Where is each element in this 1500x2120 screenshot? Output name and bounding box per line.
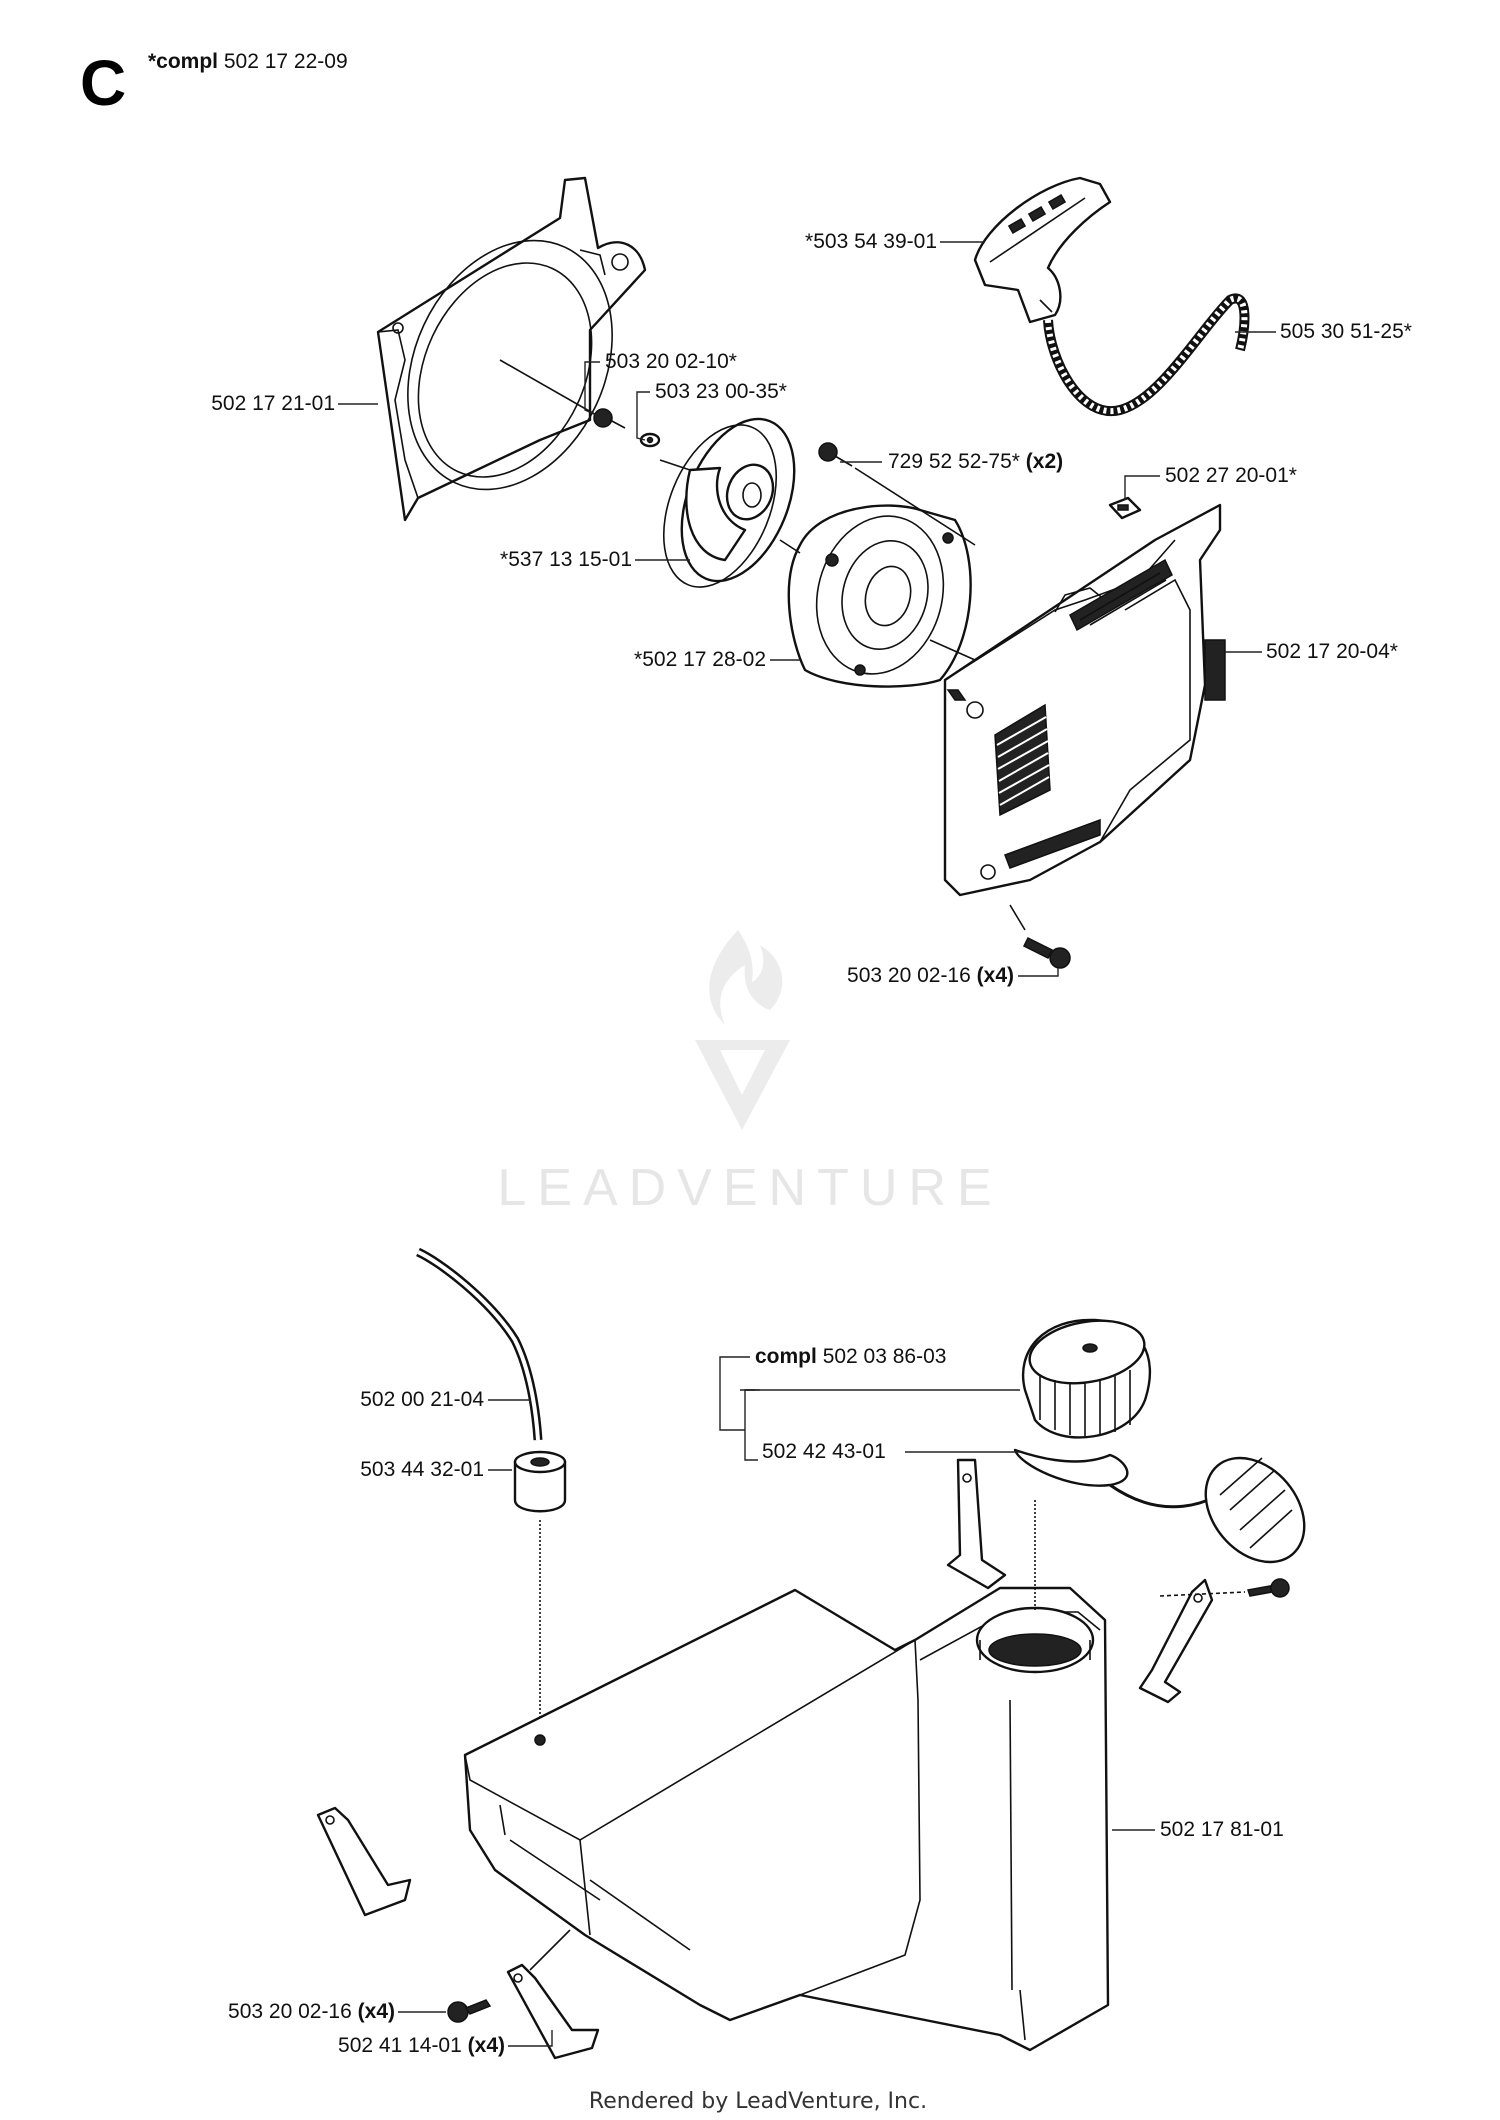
label-starter-housing: 502 17 21-01	[211, 392, 335, 415]
assembly-compl-label: *compl 502 17 22-09	[148, 50, 348, 73]
bracket-lower-middle	[506, 1929, 600, 2060]
label-spring-cassette: *502 17 28-02	[634, 648, 766, 671]
label-nut: 502 27 20-01*	[1165, 464, 1297, 487]
leadventure-watermark: LEADVENTURE	[497, 930, 1002, 1217]
footer-rendered-by: Rendered by LeadVenture, Inc.	[589, 2089, 927, 2114]
label-handle: *503 54 39-01	[805, 230, 937, 253]
label-screw-d: 503 20 02-16 (x4)	[228, 2000, 395, 2023]
screw-d-right	[1159, 1578, 1290, 1598]
label-pulley: *537 13 15-01	[500, 548, 632, 571]
fuel-hose	[416, 1247, 543, 1441]
leader-lines	[338, 241, 1276, 2047]
screw-b	[818, 442, 976, 546]
starter-rope	[1043, 293, 1250, 417]
label-screw-c: 503 20 02-16 (x4)	[847, 964, 1014, 987]
washer	[639, 432, 661, 448]
spring-cassette	[779, 504, 976, 688]
label-fuel-hose: 502 00 21-04	[360, 1388, 484, 1411]
fuel-filter	[513, 1450, 567, 1740]
starter-cover	[943, 503, 1226, 897]
watermark-text: LEADVENTURE	[497, 1159, 1002, 1217]
screw-d-lower	[447, 1999, 492, 2023]
cover-vent-top	[1069, 558, 1173, 632]
label-screw-a: 503 20 02-10*	[605, 350, 737, 373]
starter-handle	[973, 176, 1112, 324]
section-letter: C	[80, 47, 126, 119]
fuel-cap	[1013, 1318, 1247, 1509]
label-fuel-tank: 502 17 81-01	[1160, 1818, 1284, 1841]
label-cap-gasket: 502 42 43-01	[762, 1440, 886, 1463]
label-rope: 505 30 51-25*	[1280, 320, 1412, 343]
bracket-lower-left	[316, 1806, 412, 1917]
label-washer: 503 23 00-35*	[655, 380, 787, 403]
label-fuel-filter: 503 44 32-01	[360, 1458, 484, 1481]
cover-vent-bottom	[1004, 639, 1226, 869]
label-screw-b: 729 52 52-75* (x2)	[888, 450, 1063, 473]
tether-disk	[1204, 1456, 1306, 1564]
cover-vent-mid	[994, 703, 1051, 817]
bracket-upper-left	[946, 1458, 1007, 1590]
bracket-upper-right	[1138, 1578, 1214, 1704]
screw-c	[1009, 904, 1071, 969]
label-starter-cover: 502 17 20-04*	[1266, 640, 1398, 663]
nut	[1108, 496, 1142, 520]
pulley	[659, 417, 796, 588]
label-bracket: 502 41 14-01 (x4)	[338, 2034, 505, 2057]
fuel-tank	[463, 1500, 1110, 2052]
label-cap-compl: compl 502 03 86-03	[755, 1345, 946, 1368]
